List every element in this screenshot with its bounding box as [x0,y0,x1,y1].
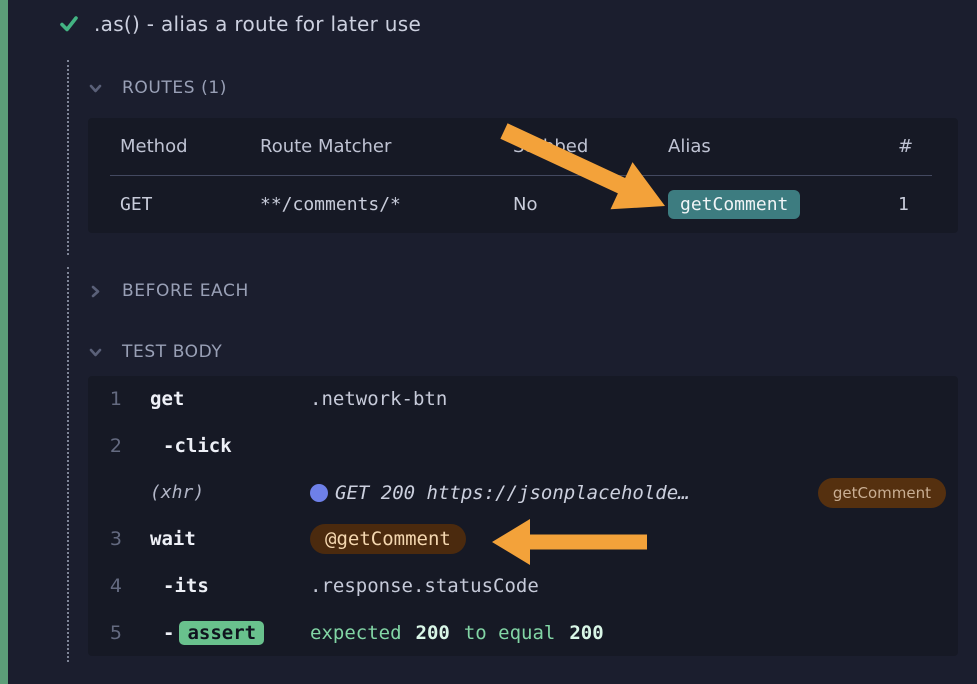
command-number: 2 [109,435,122,457]
route-alias-badge[interactable]: getComment [668,189,801,219]
hierarchy-dotted-line [67,267,69,662]
command-number: 3 [109,528,122,551]
assert-message: expected 200 to equal 200 [310,622,958,644]
section-label-test-body: TEST BODY [122,342,223,362]
hierarchy-dotted-line [67,60,69,255]
command-message: .network-btn [310,388,448,411]
command-name-click: click [174,435,232,457]
route-count: 1 [898,193,909,215]
column-header-method: Method [120,136,188,157]
route-table-row: GET **/comments/* No getComment 1 [88,176,958,232]
assert-actual-value: 200 [415,621,450,644]
route-matcher: **/comments/* [260,193,401,215]
xhr-alias-badge[interactable]: getComment [817,477,946,508]
command-log-panel: 1 get .network-btn 2 -click (xhr) GET 20… [88,376,958,656]
check-icon [59,14,79,34]
assert-connector: to equal [463,621,556,644]
xhr-event-label: (xhr) [150,482,205,504]
route-method: GET [120,193,153,215]
command-row-assert[interactable]: 5 - assert expected 200 to equal 200 [88,609,958,656]
command-number: 1 [109,388,122,411]
command-row-wait[interactable]: 3 wait @getComment [88,516,958,563]
assert-badge: assert [179,620,265,645]
command-row-xhr-event[interactable]: (xhr) GET 200 https://jsonplaceholde… ge… [88,469,958,516]
routes-table-header-row: Method Route Matcher Stubbed Alias # [88,118,958,175]
xhr-event-message: GET 200 https://jsonplaceholde… [335,481,690,504]
column-header-stubbed: Stubbed [513,136,589,157]
chevron-down-icon [88,81,103,96]
child-command-prefix: - [163,575,175,598]
section-header-test-body[interactable]: TEST BODY [88,342,222,362]
test-passed-indicator-bar [0,0,8,684]
section-label-routes: ROUTES (1) [122,78,228,98]
command-number: 5 [109,621,122,644]
route-stubbed: No [513,193,538,215]
wait-alias-badge[interactable]: @getComment [310,524,466,555]
child-command-prefix: - [163,435,175,457]
section-header-routes[interactable]: ROUTES (1) [88,78,227,98]
assert-expected-label: expected [310,621,402,644]
command-number: 4 [109,575,122,598]
routes-table: Method Route Matcher Stubbed Alias # GET… [88,118,958,233]
command-message: .response.statusCode [310,575,539,598]
chevron-right-icon [88,284,103,299]
assert-expected-value: 200 [569,621,604,644]
child-command-prefix: - [163,621,175,644]
column-header-route-matcher: Route Matcher [260,136,392,157]
command-row-click[interactable]: 2 -click [88,423,958,470]
command-row-get[interactable]: 1 get .network-btn [88,376,958,423]
xhr-request-dot-icon [310,483,328,502]
section-label-before-each: BEFORE EACH [122,281,249,301]
test-header[interactable]: .as() - alias a route for later use [59,12,421,36]
command-name-its: its [174,575,209,598]
section-header-before-each[interactable]: BEFORE EACH [88,281,249,301]
command-row-its[interactable]: 4 -its .response.statusCode [88,563,958,610]
command-name-get: get [150,388,185,411]
column-header-count: # [898,136,914,157]
column-header-alias: Alias [668,136,711,157]
chevron-down-icon [88,345,103,360]
command-name-wait: wait [150,528,196,551]
test-title: .as() - alias a route for later use [94,12,422,36]
